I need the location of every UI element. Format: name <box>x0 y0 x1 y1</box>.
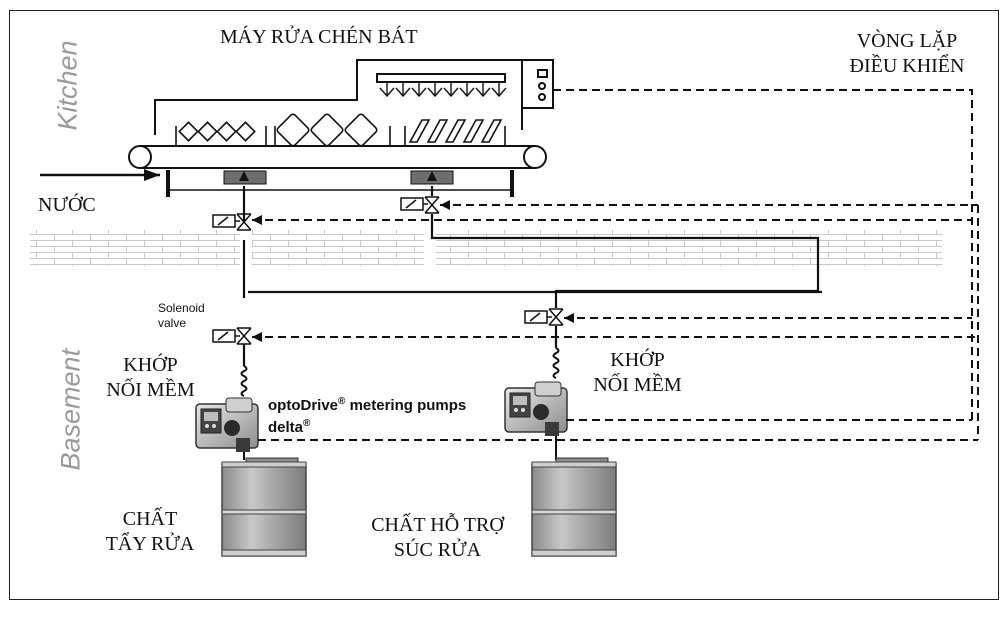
water-label: NƯỚC <box>38 194 96 216</box>
solenoid-valve-kitchen-right <box>400 196 440 214</box>
pump-brand-reg: ® <box>338 396 346 407</box>
water-inlet-arrow <box>40 169 160 181</box>
drum-rinse-aid <box>531 457 617 557</box>
control-loop-label-line2: ĐIỀU KHIỂN <box>849 55 965 77</box>
arrow-into-tank-left <box>239 171 249 181</box>
wall-right <box>436 230 942 266</box>
flex-left-line1: KHỚP <box>123 354 178 376</box>
control-loop-lines <box>252 89 979 441</box>
pump-brand: optoDrive <box>268 397 339 414</box>
rinse-aid-label: CHẤT HỖ TRỢ SÚC RỬA <box>355 513 520 563</box>
metering-pump-left <box>195 397 259 460</box>
metering-pump-label: optoDrive® metering pumps delta® <box>268 393 466 437</box>
control-loop-label-line1: VÒNG LẶP <box>856 30 958 52</box>
dishwasher-label: MÁY RỬA CHÉN BÁT <box>220 26 418 48</box>
diagram-frame <box>9 10 999 600</box>
pump-label-line2: delta® <box>268 415 466 437</box>
detergent-label: CHẤT TẨY RỬA <box>100 507 200 557</box>
solenoid-valve-kitchen-left <box>212 213 252 231</box>
drum-detergent <box>221 457 307 557</box>
detergent-line1: CHẤT <box>122 508 178 530</box>
flex-connector-right-label: KHỚP NỐI MỀM <box>575 348 700 398</box>
detergent-line2: TẨY RỬA <box>105 533 195 555</box>
arrow-into-tank-right <box>427 171 437 181</box>
flex-left-line2: NỐI MỀM <box>106 379 195 401</box>
metering-pump-right <box>504 381 568 460</box>
dishwasher <box>128 59 554 197</box>
solenoid-label-line1: Solenoid <box>158 301 205 315</box>
flex-right-line2: NỐI MỀM <box>593 374 682 396</box>
solenoid-valve-basement-left <box>212 327 252 345</box>
rinse-line2: SÚC RỬA <box>393 539 482 561</box>
control-loop-label: VÒNG LẶP ĐIỀU KHIỂN <box>832 29 982 79</box>
pump-label-line1: optoDrive® metering pumps <box>268 393 466 415</box>
flex-connector-left-label: KHỚP NỐI MỀM <box>88 353 213 403</box>
flex-connector-right <box>552 347 560 379</box>
flex-connector-left <box>240 365 248 397</box>
zone-label-basement: Basement <box>55 348 86 471</box>
pump-model: delta <box>268 419 304 436</box>
solenoid-valve-basement-right <box>524 308 564 326</box>
control-signal-arrows <box>252 200 574 342</box>
wall-left <box>30 230 240 266</box>
pump-description: metering pumps <box>349 397 467 414</box>
solenoid-label-line2: valve <box>158 316 187 330</box>
wall-middle <box>252 230 424 266</box>
zone-label-kitchen: Kitchen <box>52 40 83 131</box>
solenoid-valve-label: Solenoid valve <box>158 301 205 331</box>
flex-right-line1: KHỚP <box>610 349 665 371</box>
rinse-line1: CHẤT HỖ TRỢ <box>371 514 504 536</box>
pump-model-reg: ® <box>303 418 311 429</box>
